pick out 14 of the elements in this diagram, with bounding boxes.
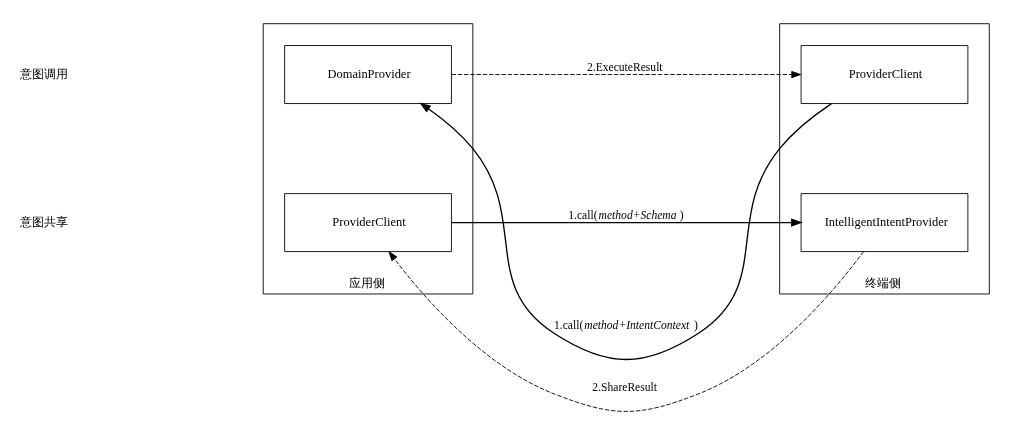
label: 意图调用 [19, 66, 68, 81]
node-box: DomainProvider [284, 44, 452, 104]
arrow [419, 102, 833, 360]
edge-label: 1.call(method+IntentContext) [554, 318, 698, 332]
edge-label: 2.ExecuteResult [587, 60, 663, 74]
edge-label: 1.call(method+Schema) [568, 208, 684, 222]
label: 意图共享 [19, 214, 68, 229]
arrow [388, 250, 864, 412]
arrow [451, 70, 802, 78]
node-box: ProviderClient [284, 192, 452, 252]
arrow [450, 218, 803, 227]
node-box: IntelligentIntentProvider [800, 192, 969, 252]
node-box: ProviderClient [800, 44, 969, 104]
edge-label: 2.ShareResult [592, 380, 657, 394]
